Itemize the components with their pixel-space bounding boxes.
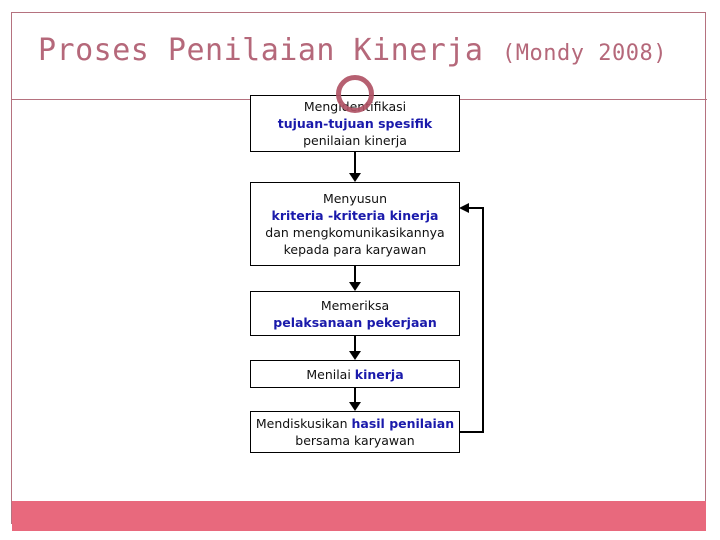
flow-box-line-highlight: pelaksanaan pekerjaan <box>273 314 437 330</box>
connector-line-box4-box5 <box>354 388 356 403</box>
flow-box-line: dan mengkomunikasikannya <box>265 225 445 240</box>
feedback-arrow-head <box>459 202 469 213</box>
red-circle-annotation-icon <box>336 75 374 113</box>
page-title-main: Proses Penilaian Kinerja <box>38 33 484 68</box>
flow-box-text-highlight: kinerja <box>354 366 404 382</box>
flow-box-line: Memeriksa <box>320 297 390 313</box>
arrow-head-box4-box5 <box>349 402 361 411</box>
connector-line-box2-box3 <box>354 266 356 283</box>
flow-box-text: Menilai <box>306 366 355 382</box>
arrow-head-box2-box3 <box>349 282 361 291</box>
flow-box-line: Menyusun <box>322 191 388 206</box>
footer-bar <box>12 501 706 531</box>
connector-line-box3-box4 <box>354 336 356 352</box>
flow-box-line: Mendiskusikan hasil penilaian <box>255 415 455 432</box>
feedback-connector-segment-right <box>460 431 484 433</box>
page-title-citation: (Mondy 2008) <box>502 41 667 66</box>
flow-box-line: Menilai kinerja <box>255 366 455 383</box>
flow-box-text-highlight: hasil penilaian <box>351 416 455 431</box>
flow-box-examine-work[interactable]: Memeriksa pelaksanaan pekerjaan <box>250 291 460 336</box>
arrow-head-box3-box4 <box>349 351 361 360</box>
flow-box-line-highlight: tujuan-tujuan spesifik <box>277 116 433 131</box>
flow-box-line-highlight: kriteria -kriteria kinerja <box>271 208 439 223</box>
feedback-connector-segment-vertical <box>482 207 484 433</box>
flow-box-discuss-results[interactable]: Mendiskusikan hasil penilaian bersama ka… <box>250 411 460 453</box>
flow-box-line: kepada para karyawan <box>283 242 427 257</box>
feedback-connector-segment-left <box>468 207 484 209</box>
flow-box-line: penilaian kinerja <box>303 133 407 148</box>
flow-box-appraise-performance[interactable]: Menilai kinerja <box>250 360 460 388</box>
page-title: Proses Penilaian Kinerja (Mondy 2008) <box>38 34 698 71</box>
flow-box-set-criteria[interactable]: Menyusun kriteria -kriteria kinerja dan … <box>250 182 460 266</box>
flow-box-line: bersama karyawan <box>295 433 415 448</box>
connector-line-box1-box2 <box>354 152 356 174</box>
flow-box-identify-objectives[interactable]: Mengidentifikasi tujuan-tujuan spesifik … <box>250 95 460 152</box>
flow-box-text: Mendiskusikan <box>255 416 352 431</box>
arrow-head-box1-box2 <box>349 173 361 182</box>
